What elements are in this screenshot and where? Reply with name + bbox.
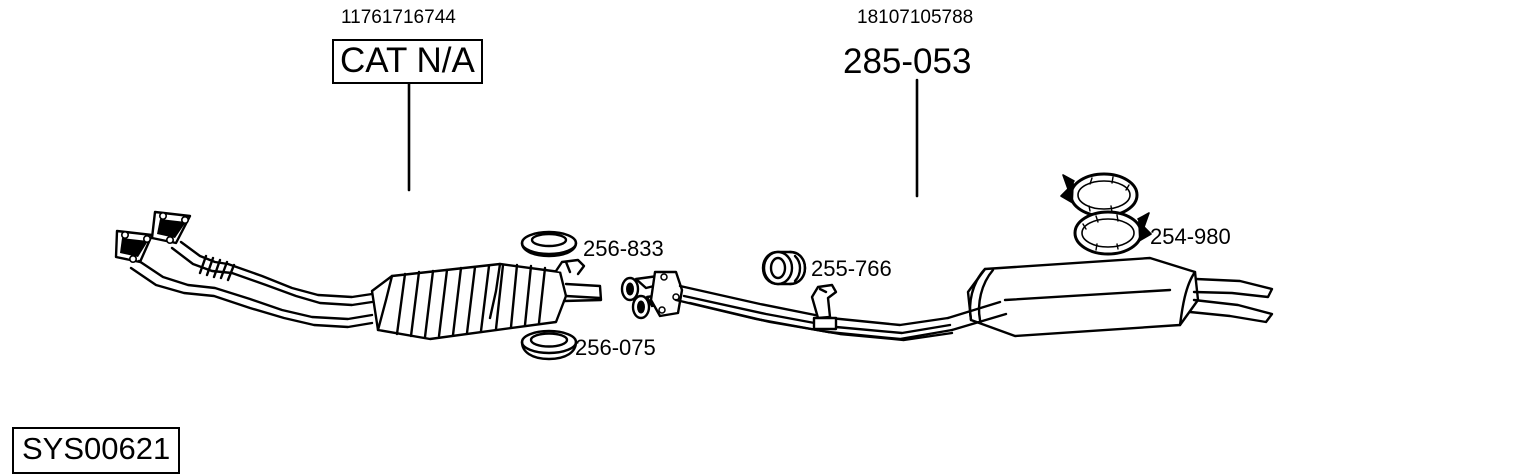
callout-catalytic-converter: CAT N/A — [332, 39, 483, 84]
part-label-gasket-ring-lower: 256-075 — [575, 335, 656, 360]
part-number-rear-silencer: 18107105788 — [857, 7, 974, 28]
system-code-badge: SYS00621 — [12, 427, 181, 474]
part-number-catalytic-converter: 11761716744 — [341, 7, 456, 28]
part-label-exhaust-clamps: 254-980 — [1150, 224, 1231, 249]
callout-rear-silencer: 285-053 — [843, 42, 972, 81]
part-label-gasket-ring-upper: 256-833 — [583, 236, 664, 261]
rubber-mount-icon — [761, 250, 807, 286]
center-silencer — [370, 258, 603, 341]
gasket-cone-icon — [520, 329, 578, 361]
front-downpipe-assembly — [114, 210, 374, 329]
part-label-rubber-mount: 255-766 — [811, 256, 892, 281]
rear-muffler — [946, 256, 1274, 338]
gasket-ring-icon — [520, 230, 578, 258]
intermediate-pipe — [620, 270, 954, 342]
clamp-pair-icon — [1060, 172, 1152, 256]
